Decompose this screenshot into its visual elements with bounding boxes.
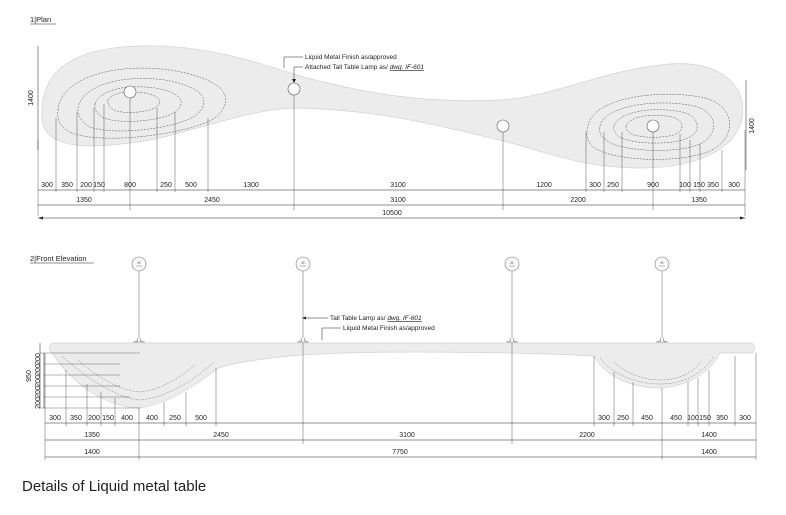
svg-text:1350: 1350 — [76, 197, 92, 204]
elevation-contours — [61, 355, 715, 401]
elevation-dims-row2: 1350 2450 3100 2200 1400 — [84, 432, 717, 439]
svg-text:150: 150 — [102, 415, 114, 422]
svg-text:200: 200 — [35, 375, 42, 387]
svg-text:250: 250 — [169, 415, 181, 422]
svg-text:1400: 1400 — [84, 449, 100, 456]
svg-text:300: 300 — [598, 415, 610, 422]
svg-text:250: 250 — [617, 415, 629, 422]
plan-tabletop — [41, 45, 744, 169]
svg-text:200: 200 — [88, 415, 100, 422]
svg-text:350: 350 — [716, 415, 728, 422]
svg-text:1400: 1400 — [701, 449, 717, 456]
plan-contours-right — [586, 93, 730, 160]
elevation-lamps — [131, 256, 670, 343]
svg-text:3100: 3100 — [390, 182, 406, 189]
svg-text:150: 150 — [93, 182, 105, 189]
svg-text:1350: 1350 — [84, 432, 100, 439]
drawing-caption: Details of Liquid metal table — [22, 478, 207, 495]
elevation-heading: 2|Front Elevation — [30, 254, 87, 263]
svg-text:1350: 1350 — [691, 197, 707, 204]
svg-text:350: 350 — [707, 182, 719, 189]
elevation-dims-row3: 1400 7750 1400 — [84, 449, 717, 456]
plan-dim-height-right: 1400 — [749, 118, 756, 134]
svg-text:250: 250 — [607, 182, 619, 189]
svg-text:200: 200 — [35, 397, 42, 409]
plan-lamp-1 — [123, 85, 137, 99]
svg-text:300: 300 — [49, 415, 61, 422]
svg-text:450: 450 — [641, 415, 653, 422]
plan-callout-finish: Liquid Metal Finish as/approved — [305, 54, 397, 61]
elevation-vertical-stack: 200 200 200 200 200 — [35, 353, 42, 409]
plan-dims-row2: 1350 2450 3100 2200 1350 — [76, 197, 707, 204]
svg-text:7750: 7750 — [392, 449, 408, 456]
svg-text:2450: 2450 — [213, 432, 229, 439]
plan-extension-lines — [37, 95, 746, 216]
svg-text:300: 300 — [589, 182, 601, 189]
svg-text:2200: 2200 — [570, 197, 586, 204]
plan-lamp-2 — [287, 82, 301, 96]
elevation-tabletop — [49, 342, 755, 409]
svg-text:100: 100 — [687, 415, 699, 422]
elevation-callout-lamp: Tall Table Lamp as/ dwg. IF-601 — [330, 315, 422, 322]
plan-dims-row1: 300 350 200 150 800 250 500 1300 3100 12… — [41, 182, 740, 189]
svg-text:500: 500 — [185, 182, 197, 189]
elevation-dims-row1-left: 300 350 200 150 400 400 250 500 — [49, 415, 207, 422]
plan-lamp-3 — [496, 119, 510, 133]
svg-text:1300: 1300 — [243, 182, 259, 189]
svg-text:300: 300 — [41, 182, 53, 189]
svg-text:250: 250 — [160, 182, 172, 189]
svg-text:1400: 1400 — [701, 432, 717, 439]
svg-text:100: 100 — [679, 182, 691, 189]
plan-lamp-4 — [646, 119, 660, 133]
svg-text:800: 800 — [124, 182, 136, 189]
svg-text:900: 900 — [647, 182, 659, 189]
svg-text:150: 150 — [699, 415, 711, 422]
svg-text:400: 400 — [146, 415, 158, 422]
svg-text:350: 350 — [61, 182, 73, 189]
elevation-dims-row1-right: 300 250 450 450 100 150 350 300 — [598, 415, 751, 422]
svg-text:3100: 3100 — [390, 197, 406, 204]
plan-dim-height-left: 1400 — [28, 90, 35, 106]
svg-text:200: 200 — [35, 386, 42, 398]
svg-text:450: 450 — [670, 415, 682, 422]
svg-text:3100: 3100 — [399, 432, 415, 439]
svg-text:200: 200 — [80, 182, 92, 189]
svg-text:2200: 2200 — [579, 432, 595, 439]
elevation-callout-finish: Liquid Metal Finish as/approved — [343, 325, 435, 332]
plan-dim-total: 10500 — [382, 210, 402, 217]
svg-text:300: 300 — [739, 415, 751, 422]
svg-text:200: 200 — [35, 364, 42, 376]
svg-text:300: 300 — [728, 182, 740, 189]
plan-heading: 1|Plan — [30, 15, 51, 24]
svg-text:350: 350 — [70, 415, 82, 422]
elevation-view: 2|Front Elevation Tall Table Lamp as/ dw… — [26, 254, 757, 460]
svg-text:400: 400 — [121, 415, 133, 422]
plan-view: 1|Plan Liquid Metal Finish as/approved A… — [28, 15, 756, 220]
svg-text:500: 500 — [195, 415, 207, 422]
plan-callout-lamp: Attached Tall Table Lamp as/ dwg. IF-601 — [305, 64, 424, 71]
svg-text:150: 150 — [693, 182, 705, 189]
svg-text:2450: 2450 — [204, 197, 220, 204]
elevation-extension-lines — [44, 343, 757, 460]
svg-text:1200: 1200 — [536, 182, 552, 189]
elevation-dim-height: 950 — [26, 370, 33, 382]
svg-text:200: 200 — [35, 353, 42, 365]
